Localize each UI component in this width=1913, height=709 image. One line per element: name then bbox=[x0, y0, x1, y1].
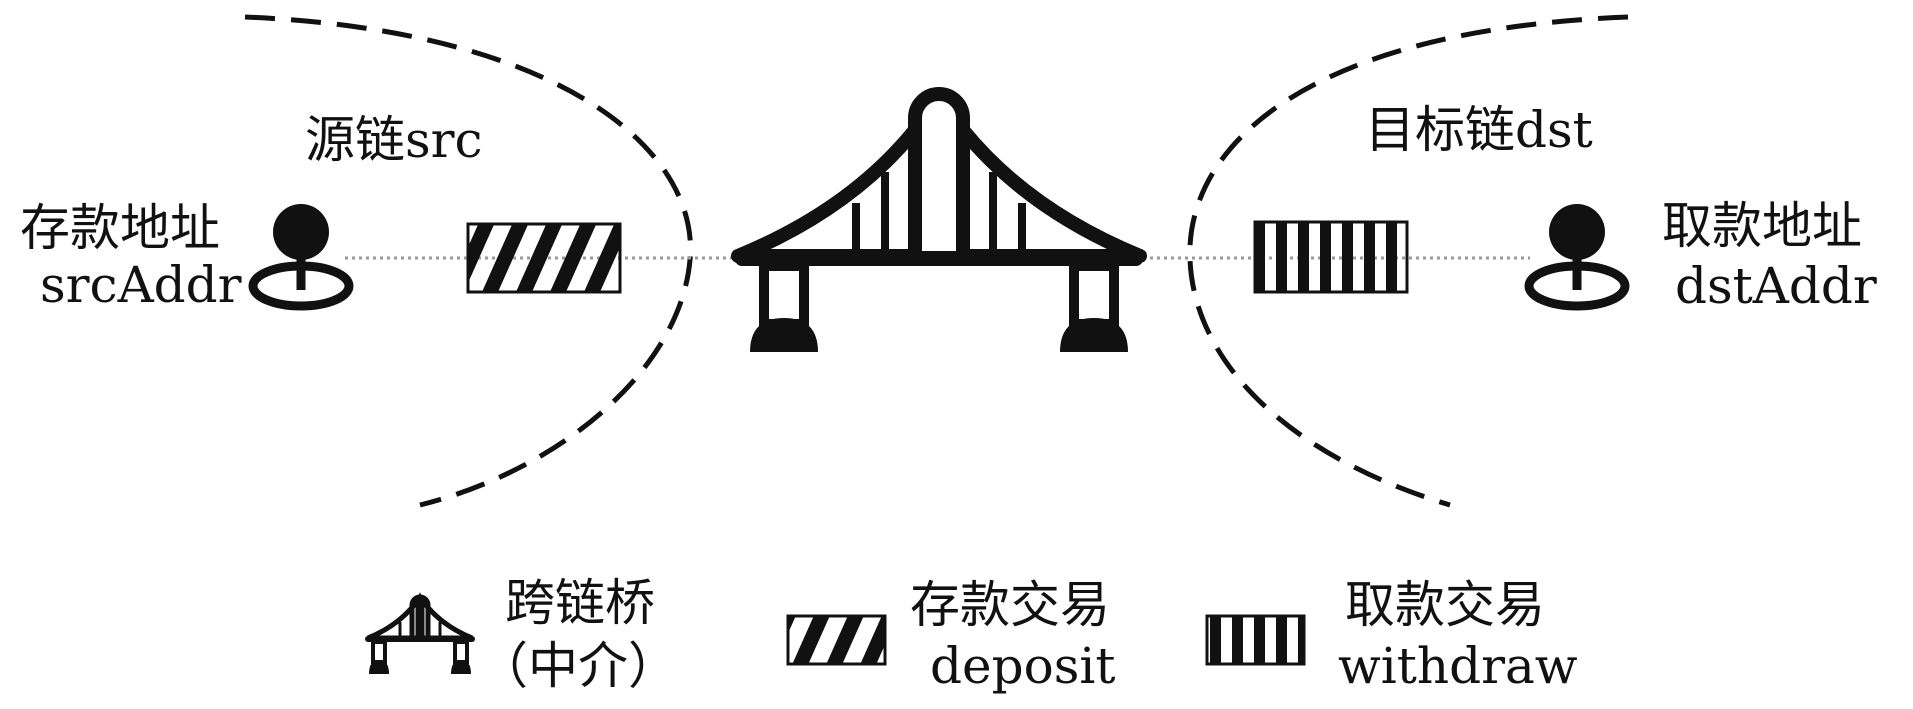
target-chain-boundary bbox=[1187, 14, 1629, 508]
deposit-user-icon bbox=[248, 204, 354, 311]
legend-withdraw-label: 取款交易 bbox=[1345, 576, 1545, 634]
withdraw-address-code: dstAddr bbox=[1675, 257, 1877, 315]
source-chain-label: 源链src bbox=[305, 111, 483, 169]
target-chain-label: 目标链dst bbox=[1365, 101, 1593, 159]
legend-deposit-icon bbox=[786, 614, 887, 666]
legend-deposit-sublabel: deposit bbox=[930, 637, 1115, 695]
deposit-transaction-box bbox=[466, 222, 622, 294]
legend-deposit-label: 存款交易 bbox=[910, 576, 1110, 634]
bridge-icon bbox=[731, 87, 1147, 352]
legend-withdraw-icon bbox=[1205, 614, 1306, 666]
legend: 跨链桥 （中介） 存款交易 deposit 取款交易 withdraw bbox=[365, 574, 1578, 695]
withdraw-address-label: 取款地址 bbox=[1662, 197, 1862, 255]
source-chain-boundary bbox=[244, 14, 693, 508]
legend-withdraw-sublabel: withdraw bbox=[1338, 637, 1578, 695]
withdraw-user-icon bbox=[1524, 204, 1630, 311]
legend-bridge-icon bbox=[365, 592, 475, 674]
deposit-address-code: srcAddr bbox=[40, 256, 242, 314]
legend-bridge-label: 跨链桥 bbox=[505, 574, 655, 632]
withdraw-transaction-box bbox=[1253, 220, 1409, 294]
legend-bridge-sublabel: （中介） bbox=[478, 637, 678, 695]
deposit-address-label: 存款地址 bbox=[20, 199, 220, 257]
